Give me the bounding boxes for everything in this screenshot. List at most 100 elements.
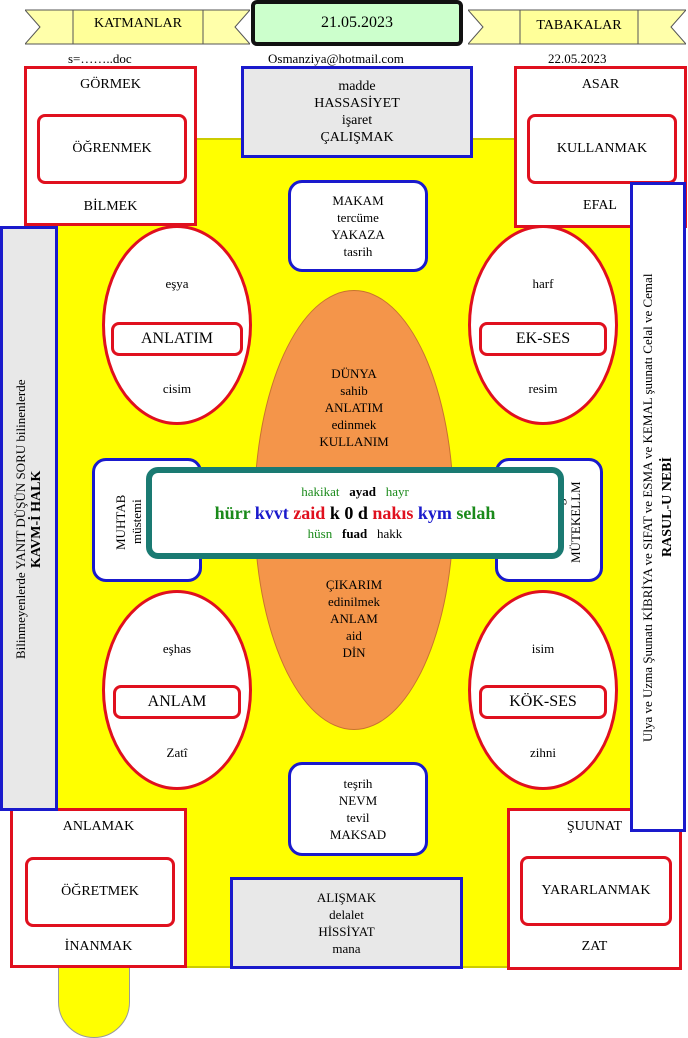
center-word-hurr: hürr bbox=[214, 503, 251, 523]
ellipse-top-left-top: eşya bbox=[165, 276, 189, 291]
center-word-fuad: fuad bbox=[341, 526, 368, 541]
center-ellipse-bottom-text: ÇIKARIM edinilmek ANLAM aid DİN bbox=[254, 576, 454, 661]
ellipse-top-left: eşya ANLATIM cisim bbox=[102, 225, 252, 425]
top-center-line-1: madde bbox=[338, 79, 376, 94]
center-word-hakikat: hakikat bbox=[301, 484, 340, 499]
ellipse-bottom-right-top: isim bbox=[531, 641, 555, 656]
corner-box-bottom-right: ŞUUNAT YARARLANMAK ZAT bbox=[507, 808, 682, 970]
center-word-selah: selah bbox=[456, 503, 496, 523]
ellipse-top-right-top: harf bbox=[532, 276, 554, 291]
center-bottom-line-5: DİN bbox=[342, 645, 366, 660]
side-box-right-line2: MÜTEKELLM bbox=[568, 481, 583, 563]
ellipse-bottom-left-label: ANLAM bbox=[147, 693, 207, 710]
side-box-left-line1: MUHTAB bbox=[113, 494, 128, 550]
makam-box: MAKAM tercüme YAKAZA tasrih bbox=[288, 180, 428, 272]
center-word-k0d: k 0 d bbox=[329, 503, 368, 523]
bottom-center-line-3: HİSSİYAT bbox=[318, 924, 375, 939]
corner-top-left-inner-label: ÖĞRENMEK bbox=[72, 141, 152, 156]
center-top-line-5: KULLANIM bbox=[319, 434, 389, 449]
side-box-left-line2: müstemi bbox=[129, 499, 144, 545]
ellipse-bottom-right: isim KÖK-SES zihni bbox=[468, 590, 618, 790]
top-center-line-3: işaret bbox=[341, 113, 373, 128]
center-word-zaid: zaid bbox=[293, 503, 326, 523]
corner-bottom-left-inner: ÖĞRETMEK bbox=[25, 857, 175, 927]
corner-bottom-right-top: ŞUUNAT bbox=[566, 819, 623, 834]
right-banner-text: Ulya ve Uzma Şuunatı KİBRİYA ve SIFAT ve… bbox=[635, 195, 681, 820]
right-banner-line1: Ulya ve Uzma Şuunatı KİBRİYA ve SIFAT ve… bbox=[640, 273, 655, 742]
ellipse-bottom-left: eşhas ANLAM Zatî bbox=[102, 590, 252, 790]
corner-bottom-right-bottom: ZAT bbox=[581, 939, 608, 954]
center-word-kym: kym bbox=[417, 503, 452, 523]
ellipse-bottom-left-bottom: Zatî bbox=[166, 745, 188, 760]
ellipse-bottom-left-label-box: ANLAM bbox=[113, 685, 241, 719]
left-ribbon-shape bbox=[25, 9, 250, 45]
ellipse-bottom-left-top: eşhas bbox=[162, 641, 192, 656]
ellipse-top-right-label: EK-SES bbox=[515, 330, 571, 347]
makam-line-2: tercüme bbox=[337, 210, 379, 225]
center-word-nakis: nakıs bbox=[372, 503, 414, 523]
corner-top-left-bottom: BİLMEK bbox=[83, 199, 138, 214]
right-banner: Ulya ve Uzma Şuunatı KİBRİYA ve SIFAT ve… bbox=[630, 182, 686, 832]
file-label: s=……..doc bbox=[68, 51, 132, 66]
left-banner-line1: Bilinmeyenlerde YANIT DÜŞÜN SORU bilinen… bbox=[13, 379, 28, 659]
center-top-line-3: ANLATIM bbox=[324, 400, 384, 415]
center-top-line-4: edinmek bbox=[331, 417, 377, 432]
top-center-line-4: ÇALIŞMAK bbox=[320, 130, 394, 145]
ellipse-top-right: harf EK-SES resim bbox=[468, 225, 618, 425]
corner-bottom-right-inner-label: YARARLANMAK bbox=[541, 883, 651, 898]
center-word-husn: hüsn bbox=[307, 526, 333, 541]
center-row-3: hüsn fuad hakk bbox=[308, 525, 403, 543]
tesrih-line-1: teşrih bbox=[343, 776, 373, 791]
ellipse-top-right-bottom: resim bbox=[528, 381, 558, 396]
corner-bottom-left-bottom: İNANMAK bbox=[64, 939, 133, 954]
center-top-line-1: DÜNYA bbox=[331, 366, 377, 381]
center-word-kvvt: kvvt bbox=[254, 503, 289, 523]
makam-line-1: MAKAM bbox=[332, 193, 384, 208]
corner-bottom-left-top: ANLAMAK bbox=[62, 819, 135, 834]
ellipse-top-left-bottom: cisim bbox=[162, 381, 192, 396]
corner-bottom-right-inner: YARARLANMAK bbox=[520, 856, 672, 926]
corner-top-right-bottom: EFAL bbox=[583, 198, 617, 213]
center-word-ayad: ayad bbox=[349, 484, 376, 499]
right-banner-line2: RASUL-U NEBİ bbox=[660, 457, 675, 558]
right-ribbon-shape bbox=[468, 9, 686, 45]
top-center-box: madde HASSASİYET işaret ÇALIŞMAK bbox=[241, 66, 473, 158]
ellipse-bottom-right-bottom: zihni bbox=[530, 745, 556, 760]
center-ellipse-top-text: DÜNYA sahib ANLATIM edinmek KULLANIM bbox=[254, 365, 454, 450]
corner-top-left-top: GÖRMEK bbox=[80, 77, 141, 92]
bottom-center-line-1: ALIŞMAK bbox=[316, 890, 377, 905]
center-bottom-line-2: edinilmek bbox=[328, 594, 380, 609]
center-row-2: hürr kvvt zaid k 0 d nakıs kym selah bbox=[215, 501, 496, 525]
corner-box-top-right: ASAR KULLANMAK bbox=[514, 66, 687, 228]
center-word-hayr: hayr bbox=[385, 484, 409, 499]
date-center-text: 21.05.2023 bbox=[321, 14, 393, 31]
date-right-label: 22.05.2023 bbox=[548, 51, 607, 66]
makam-line-4: tasrih bbox=[343, 244, 373, 259]
corner-top-left-inner: ÖĞRENMEK bbox=[37, 114, 187, 184]
left-ribbon-label: KATMANLAR bbox=[94, 16, 182, 31]
tesrih-line-4: MAKSAD bbox=[329, 827, 387, 842]
corner-box-top-left: GÖRMEK ÖĞRENMEK BİLMEK bbox=[24, 66, 197, 226]
center-word-hakk: hakk bbox=[377, 526, 403, 541]
center-teal-box: hakikat ayad hayr hürr kvvt zaid k 0 d n… bbox=[146, 467, 564, 559]
tesrih-line-2: NEVM bbox=[338, 793, 378, 808]
makam-line-3: YAKAZA bbox=[331, 227, 385, 242]
center-bottom-line-1: ÇIKARIM bbox=[325, 577, 383, 592]
top-center-line-2: HASSASİYET bbox=[314, 96, 400, 111]
center-row-1: hakikat ayad hayr bbox=[301, 483, 409, 501]
left-banner: Bilinmeyenlerde YANIT DÜŞÜN SORU bilinen… bbox=[0, 226, 58, 811]
ellipse-bottom-right-label-box: KÖK-SES bbox=[479, 685, 607, 719]
ellipse-top-left-label: ANLATIM bbox=[141, 330, 213, 347]
center-bottom-line-3: ANLAM bbox=[330, 611, 378, 626]
right-ribbon-label: TABAKALAR bbox=[536, 18, 622, 33]
tesrih-box: teşrih NEVM tevil MAKSAD bbox=[288, 762, 428, 856]
bottom-center-box: ALIŞMAK delalet HİSSİYAT mana bbox=[230, 877, 463, 969]
center-bottom-line-4: aid bbox=[346, 628, 362, 643]
corner-top-right-top: ASAR bbox=[581, 77, 620, 92]
corner-top-right-inner-label: KULLANMAK bbox=[556, 141, 648, 156]
corner-bottom-left-inner-label: ÖĞRETMEK bbox=[61, 884, 139, 899]
bottom-center-line-4: mana bbox=[332, 941, 361, 956]
ellipse-top-left-label-box: ANLATIM bbox=[111, 322, 243, 356]
tesrih-line-3: tevil bbox=[346, 810, 370, 825]
center-top-line-2: sahib bbox=[340, 383, 368, 398]
